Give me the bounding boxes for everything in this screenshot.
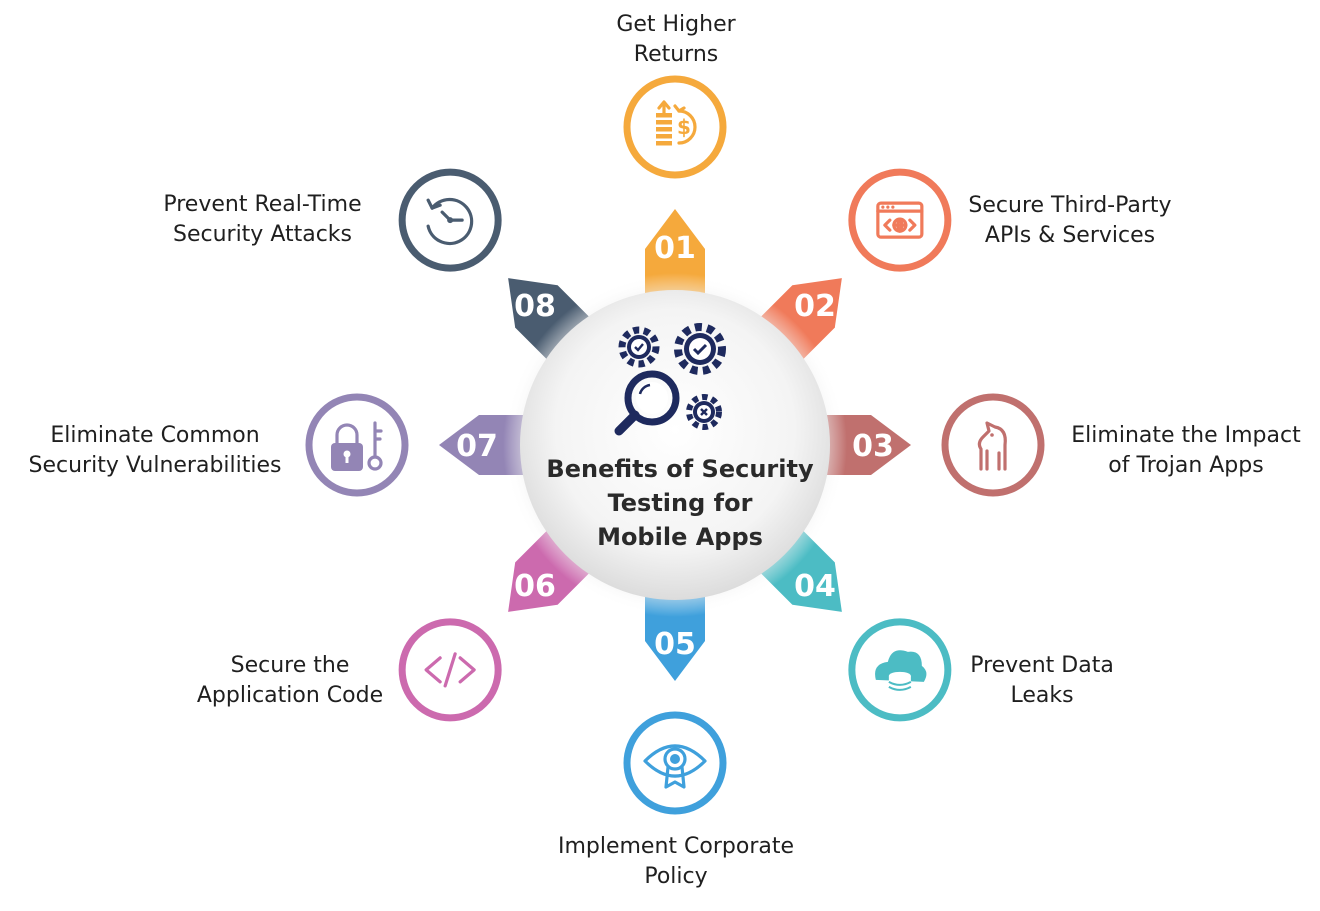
label-03-line-2: of Trojan Apps [1108,453,1264,478]
lock-key-icon [331,421,383,471]
cloud-database-icon [875,650,927,695]
money-return-icon: $ [656,100,697,146]
label-05-line-1: Implement Corporate [557,834,795,859]
label-03: Eliminate the Impact of Trojan Apps [1062,421,1310,481]
gears-magnifier-icon [614,323,726,436]
label-04-line-1: Prevent Data [970,653,1114,678]
label-06-line-1: Secure the [230,653,350,678]
label-08-line-2: Security Attacks [172,222,353,247]
step-number-04: 04 [794,569,836,604]
code-icon [424,652,476,688]
label-07-line-2: Security Vulnerabilities [28,453,282,478]
label-02: Secure Third-Party APIs & Services [950,191,1190,251]
dollar-glyph: $ [677,115,691,139]
step-number-02: 02 [794,289,836,324]
step-number-03: 03 [852,429,894,464]
label-07-line-1: Eliminate Common [50,423,260,448]
icon-circle-07 [305,393,409,497]
label-01: Get Higher Returns [556,10,796,70]
center-title-line-1: Benefits of Security [546,455,814,483]
label-03-line-1: Eliminate the Impact [1071,423,1301,448]
trojan-horse-icon [977,421,1007,471]
icon-circle-01: $ [623,75,727,179]
label-02-line-1: Secure Third-Party [968,193,1172,218]
eye-badge-icon [643,744,707,789]
api-browser-icon [876,201,924,239]
label-01-line-2: Returns [633,42,719,67]
icon-circle-06 [398,618,502,722]
icon-circle-03 [941,393,1045,497]
label-06-line-2: Application Code [196,683,384,708]
label-05-line-2: Policy [644,864,708,889]
label-05: Implement Corporate Policy [540,832,812,892]
step-number-05: 05 [654,627,696,662]
label-01-line-1: Get Higher [616,12,736,37]
icon-circle-02 [848,168,952,272]
center-title-line-3: Mobile Apps [597,523,763,551]
icon-layer: $ [305,75,1045,815]
icon-circle-08 [398,168,502,272]
center-title: Benefits of Security Testing for Mobile … [520,452,840,554]
label-02-line-2: APIs & Services [984,223,1156,248]
hub-circle [520,290,830,600]
step-number-01: 01 [654,231,696,266]
label-07: Eliminate Common Security Vulnerabilitie… [10,421,300,481]
clock-refresh-icon [426,197,474,246]
label-08: Prevent Real-Time Security Attacks [150,190,375,250]
label-04: Prevent Data Leaks [952,651,1132,711]
step-number-06: 06 [514,569,556,604]
center-title-line-2: Testing for [607,489,753,517]
label-06: Secure the Application Code [180,651,400,711]
icon-circle-04 [848,618,952,722]
label-08-line-1: Prevent Real-Time [163,192,362,217]
step-number-08: 08 [514,289,556,324]
icon-circle-05 [623,711,727,815]
label-04-line-2: Leaks [1010,683,1074,708]
step-number-07: 07 [456,429,498,464]
